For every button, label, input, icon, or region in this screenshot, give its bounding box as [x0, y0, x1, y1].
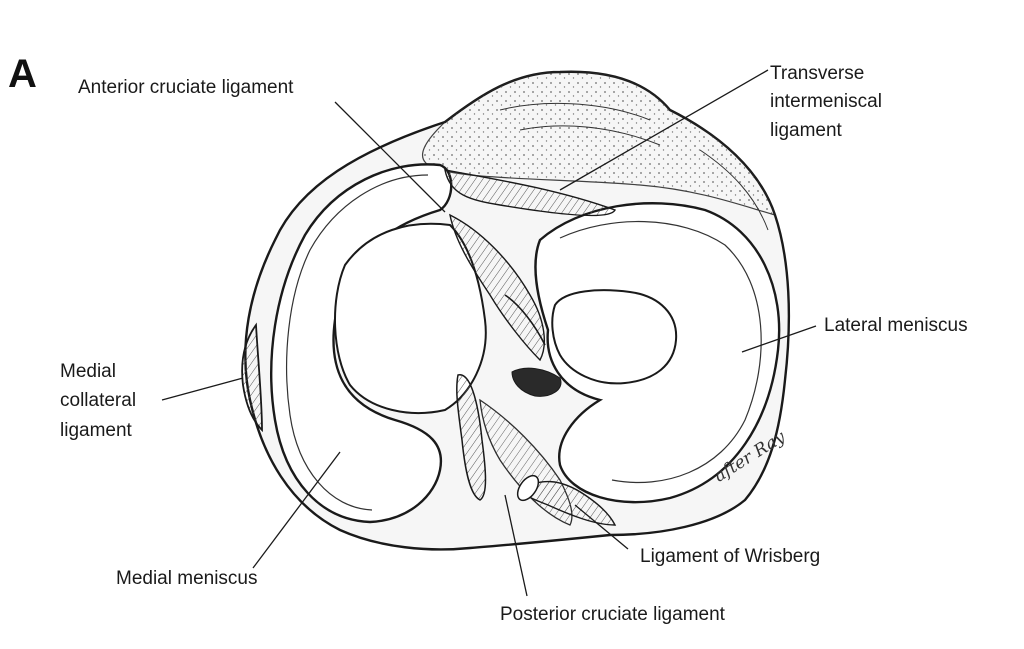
label-transverse-line2: intermeniscal	[770, 91, 882, 112]
label-transverse-line1: Transverse	[770, 63, 865, 84]
lateral-articular-surface	[551, 289, 678, 385]
label-transverse-line3: ligament	[770, 120, 842, 141]
label-posterior-cruciate-ligament: Posterior cruciate ligament	[500, 604, 725, 625]
label-ligament-of-wrisberg: Ligament of Wrisberg	[640, 546, 821, 567]
medial-collateral-ligament-shape	[241, 322, 263, 433]
transverse-ligament-band	[444, 169, 616, 217]
medial-articular-surface	[334, 222, 487, 414]
wrisberg-ligament-shape	[518, 480, 617, 526]
posterior-cruciate-fibers	[456, 374, 487, 501]
label-medial-collateral-line3: ligament	[60, 420, 132, 441]
label-medial-collateral-line2: collateral	[60, 390, 137, 411]
label-anterior-cruciate-ligament: Anterior cruciate ligament	[78, 77, 294, 98]
label-medial-meniscus: Medial meniscus	[116, 568, 258, 589]
label-lateral-meniscus: Lateral meniscus	[824, 315, 968, 336]
anterior-cruciate-fibers	[449, 213, 545, 362]
label-medial-collateral-line1: Medial	[60, 361, 116, 382]
panel-letter: A	[8, 52, 37, 96]
